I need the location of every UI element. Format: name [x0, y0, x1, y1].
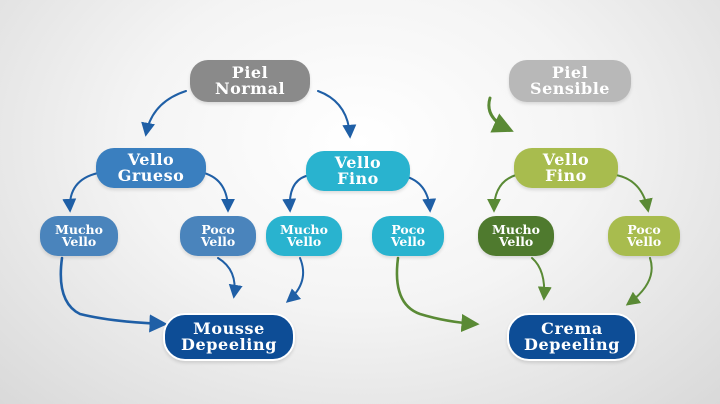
arrow-grueso-poco-to-mousse [217, 257, 243, 299]
arrow-fino-mucho-to-mousse [285, 257, 304, 303]
node-vello-fino-sensible: Vello Fino [514, 148, 618, 188]
arrow-poco-fino-to-crema [395, 256, 480, 333]
node-vello-grueso: Vello Grueso [96, 148, 206, 188]
node-piel-sensible: Piel Sensible [509, 60, 631, 102]
arrow-fino-sensible-to-mucho [487, 174, 517, 213]
arrow-grueso-to-mucho [62, 172, 99, 213]
node-fino-mucho-vello: Mucho Vello [266, 216, 342, 256]
node-vello-fino-normal: Vello Fino [306, 151, 410, 191]
arrow-fino-to-mucho [282, 175, 307, 213]
arrow-normal-to-grueso [141, 90, 187, 137]
arrow-sensible-mucho-to-crema [531, 257, 552, 301]
node-sensible-poco-vello: Poco Vello [608, 216, 680, 256]
arrow-grueso-mucho-to-mousse [59, 256, 168, 333]
arrow-normal-to-fino [317, 90, 357, 139]
arrow-sensible-poco-to-crema [625, 257, 653, 306]
node-piel-normal: Piel Normal [190, 60, 310, 102]
node-fino-poco-vello: Poco Vello [372, 216, 444, 256]
arrow-fino-sensible-to-poco [615, 174, 653, 213]
arrow-grueso-to-poco [203, 172, 235, 213]
node-crema-depeeling: Crema Depeeling [507, 313, 637, 361]
node-sensible-mucho-vello: Mucho Vello [478, 216, 554, 256]
node-grueso-poco-vello: Poco Vello [180, 216, 256, 256]
node-mousse-depeeling: Mousse Depeeling [163, 313, 295, 361]
arrow-sensible-to-fino [487, 96, 514, 133]
node-grueso-mucho-vello: Mucho Vello [40, 216, 118, 256]
